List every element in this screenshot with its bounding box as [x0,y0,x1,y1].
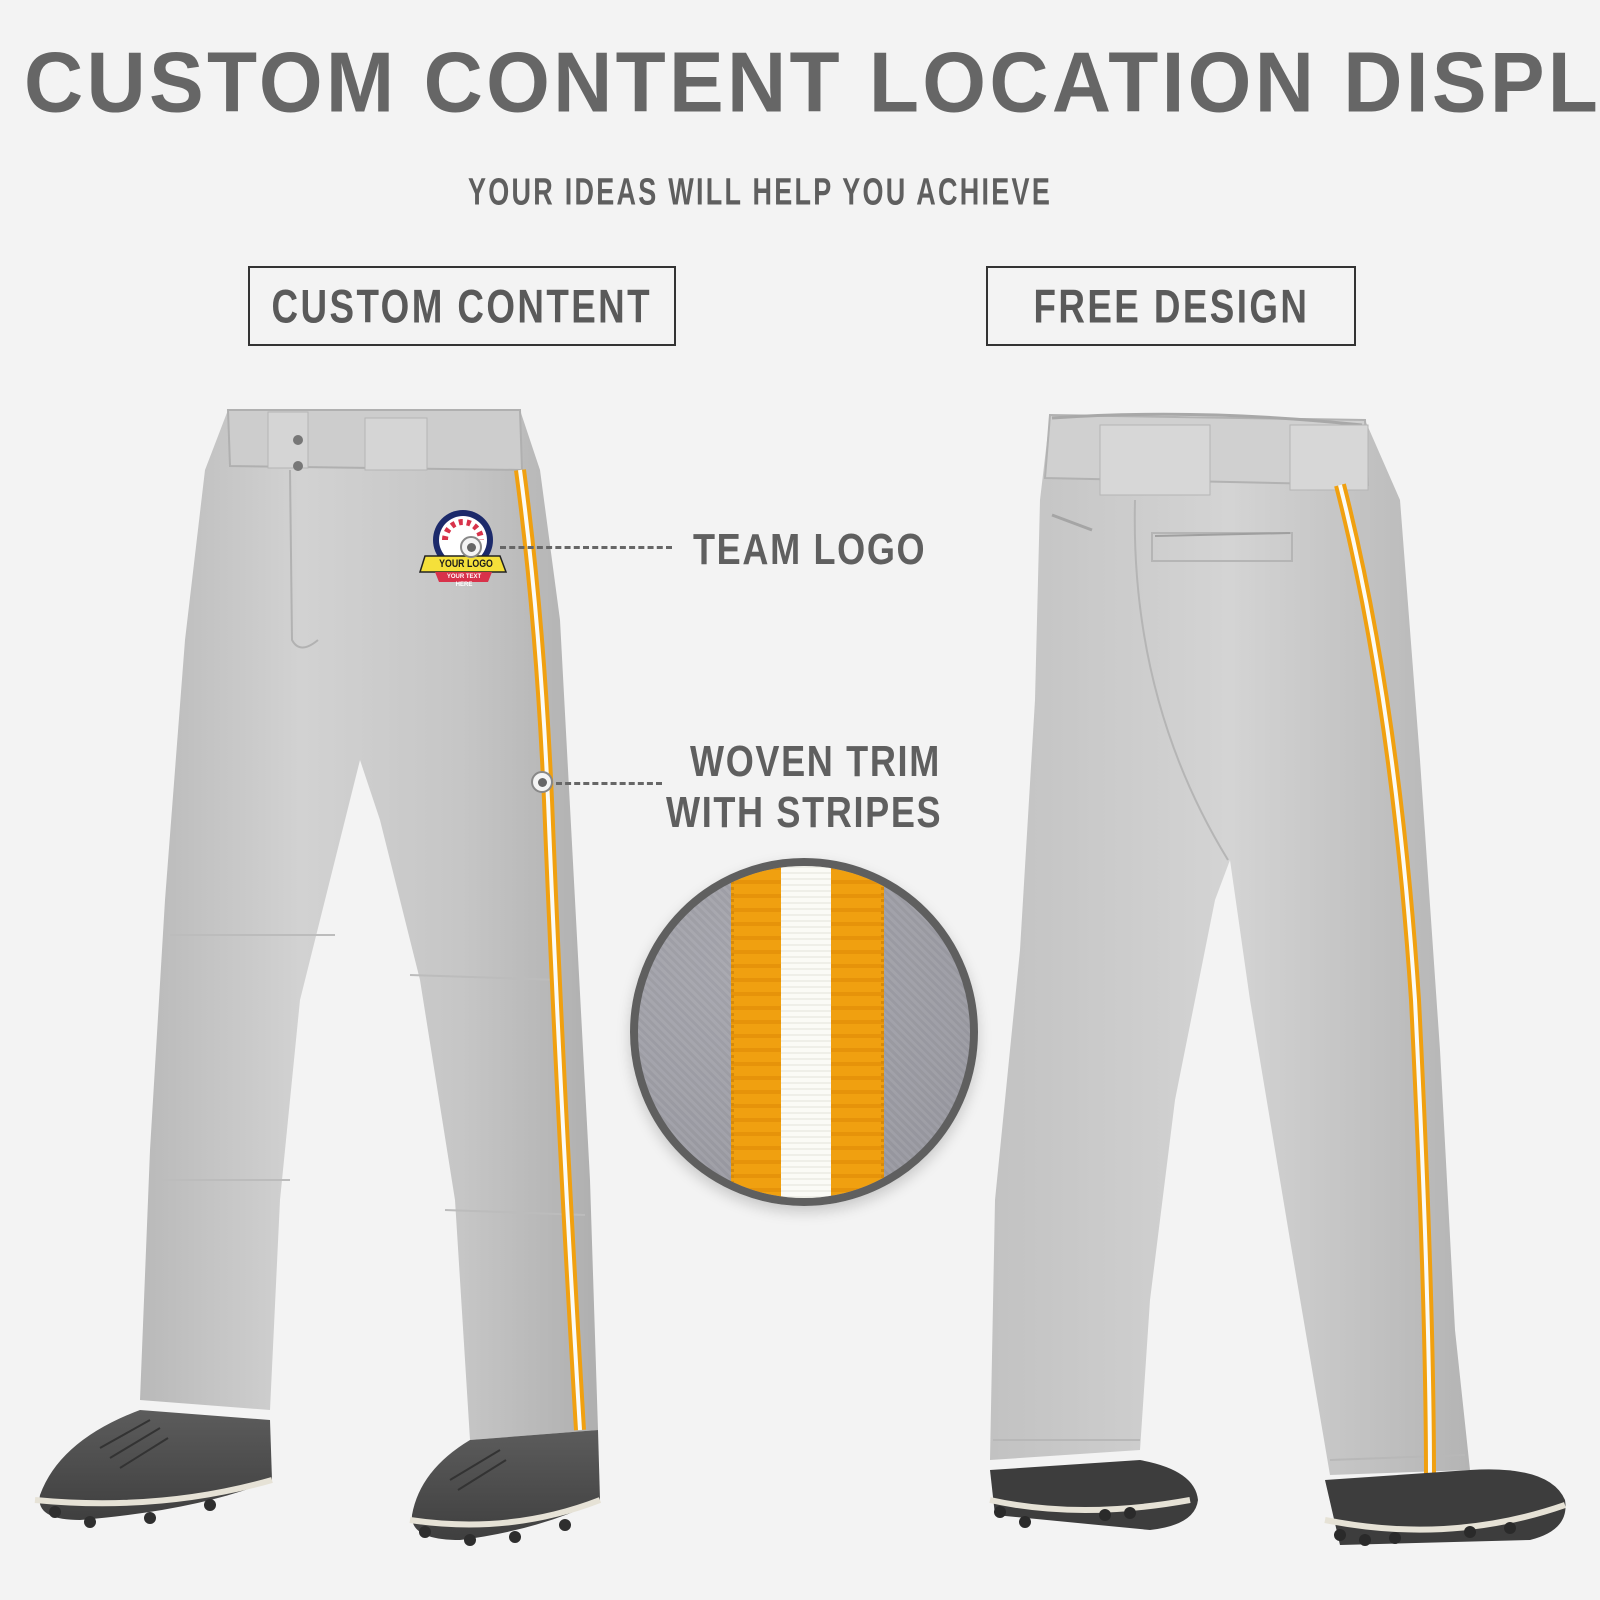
woven-trim-callout-line2: WITH STRIPES [666,788,943,837]
free-design-label: FREE DESIGN [1033,279,1309,333]
woven-trim-marker-icon[interactable] [531,771,553,793]
team-logo-leader-line [500,546,672,549]
logo-ribbon-text: YOUR TEXT HERE [446,574,482,588]
back-left-cleat [989,1460,1198,1530]
logo-main-text: YOUR LOGO [439,558,493,570]
page-title: CUSTOM CONTENT LOCATION DISPLAY [24,34,1600,131]
woven-trim-callout-line1: WOVEN TRIM [690,737,941,786]
front-pants [140,409,598,1440]
back-right-cleat [1324,1469,1566,1546]
back-pants [990,412,1470,1481]
free-design-label-box: FREE DESIGN [986,266,1356,346]
trim-orange-stripe-left [731,866,784,1198]
logo-patch-text: YOUR LOGO [436,557,497,571]
page-subtitle: YOUR IDEAS WILL HELP YOU ACHIEVE [468,169,1053,213]
front-right-cleat [409,1430,602,1546]
woven-trim-leader-line [556,782,662,785]
front-left-cleat [34,1410,273,1528]
trim-white-stripe [781,866,831,1198]
trim-detail-magnifier [630,858,978,1206]
custom-content-label: CUSTOM CONTENT [271,279,653,333]
custom-content-label-box: CUSTOM CONTENT [248,266,676,346]
trim-orange-stripe-right [831,866,884,1198]
team-logo-marker-icon[interactable] [460,536,482,558]
team-logo-callout: TEAM LOGO [693,525,927,574]
